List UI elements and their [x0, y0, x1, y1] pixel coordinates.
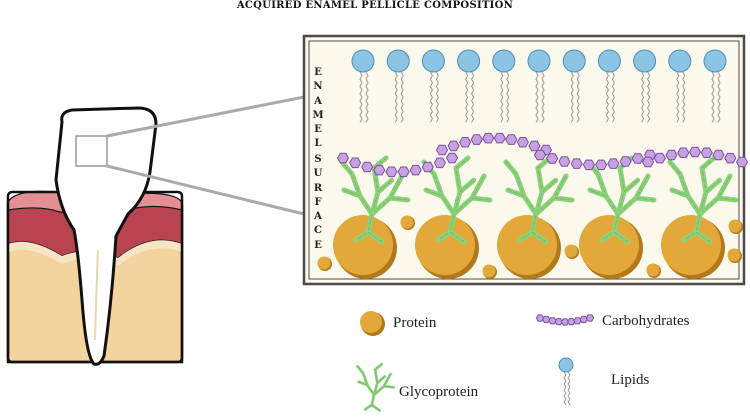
glycoprotein-molecule [358, 364, 394, 410]
legend-lipids-label: Lipids [611, 372, 649, 389]
legend-carbohydrates-icon [536, 315, 593, 325]
legend-protein-icon [360, 311, 385, 336]
legend-lipids-icon [559, 358, 573, 405]
legend-carbohydrates-label: Carbohydrates [602, 313, 689, 330]
legend-glycoprotein-label: Glycoprotein [399, 384, 478, 401]
protein-layer [318, 215, 744, 279]
tooth-illustration [8, 108, 182, 364]
legend-glycoprotein-icon [358, 364, 394, 410]
legend-protein-label: Protein [393, 315, 436, 332]
